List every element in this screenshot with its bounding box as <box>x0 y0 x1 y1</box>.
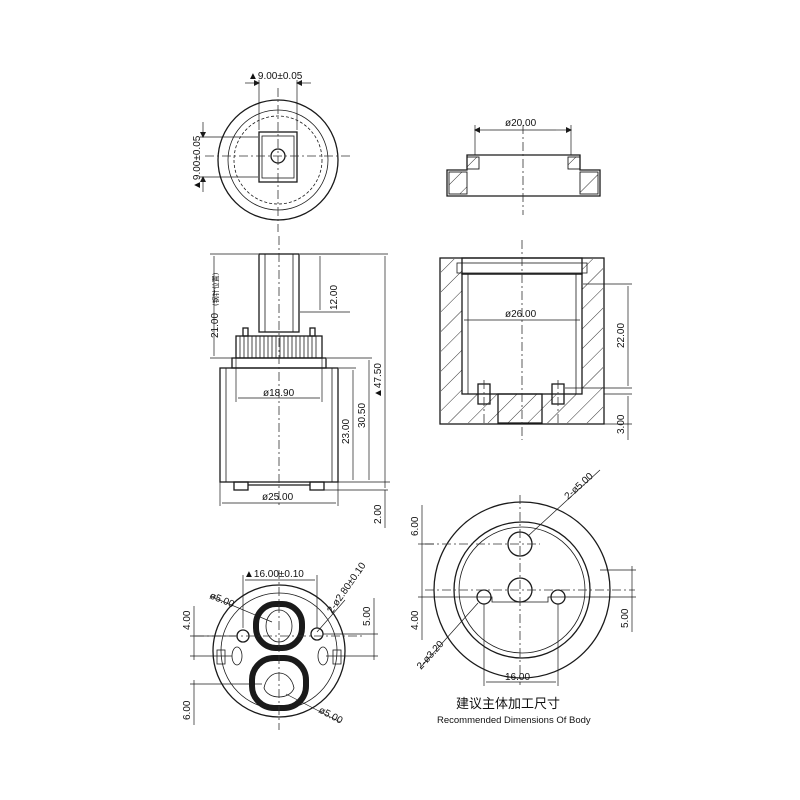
body-dim-top: 6.00 <box>410 516 421 536</box>
bottom-dim-right: 5.00 <box>362 606 373 626</box>
caption-chinese: 建议主体加工尺寸 <box>456 697 560 712</box>
body-dim-right: 5.00 <box>620 608 631 628</box>
side-dim-inner: ø18.90 <box>263 388 295 399</box>
side-dim-body: 23.00 <box>341 419 352 444</box>
body-dim-pins: 2-ø3.20 <box>415 639 447 672</box>
adapter-view: ø20.00 <box>446 118 601 215</box>
bottom-outer-circle <box>212 584 346 718</box>
adapter-dim-diameter: ø20.00 <box>505 118 537 129</box>
body-dim-spacing: 16.00 <box>505 672 530 683</box>
section-view: ø26.00 22.00 3.00 <box>439 240 632 440</box>
top-spline-ring <box>233 115 323 205</box>
bottom-dim-left-top: 4.00 <box>182 610 193 630</box>
side-dim-outer: ø25.00 <box>262 492 294 503</box>
side-dim-spline: 21.00 <box>210 313 221 338</box>
caption-english: Recommended Dimensions Of Body <box>437 715 591 726</box>
bottom-dim-hole-bottom: ø5.00 <box>317 705 345 727</box>
side-dim-spline-note: (钢针位置) <box>211 272 220 306</box>
side-dim-foot: 2.00 <box>373 504 384 524</box>
bottom-dim-left-bottom: 6.00 <box>182 700 193 720</box>
section-dim-bottom: 3.00 <box>616 414 627 434</box>
bottom-view: ▲16.00±0.10 2-ø2.80±0.10 ø5.00 ø5.00 4.0… <box>182 560 378 730</box>
body-dim-holes: 2-ø5.00 <box>563 471 596 503</box>
side-dim-body2: 30.50 <box>357 403 368 428</box>
side-dim-total: ▲47.50 <box>373 363 384 398</box>
bottom-pin-right <box>310 627 324 641</box>
top-dim-width: ▲9.00±0.05 <box>248 71 303 82</box>
section-dim-diameter: ø26.00 <box>505 309 537 320</box>
body-view: 2-ø5.00 2-ø3.20 6.00 4.00 5.00 16.00 <box>410 469 636 686</box>
side-dim-stem: 12.00 <box>329 285 340 310</box>
bottom-dim-hole-top: ø5.00 <box>208 591 236 611</box>
section-dim-depth: 22.00 <box>616 323 627 348</box>
side-view: 12.00 21.00 (钢针位置) ▲47.50 30.50 23.00 ø1… <box>210 236 390 528</box>
bottom-dim-spacing: ▲16.00±0.10 <box>244 569 304 580</box>
top-dim-height: ▲9.00±0.05 <box>192 135 203 190</box>
top-view: ▲9.00±0.05 ▲9.00±0.05 <box>192 71 350 232</box>
body-dim-left: 4.00 <box>410 610 421 630</box>
